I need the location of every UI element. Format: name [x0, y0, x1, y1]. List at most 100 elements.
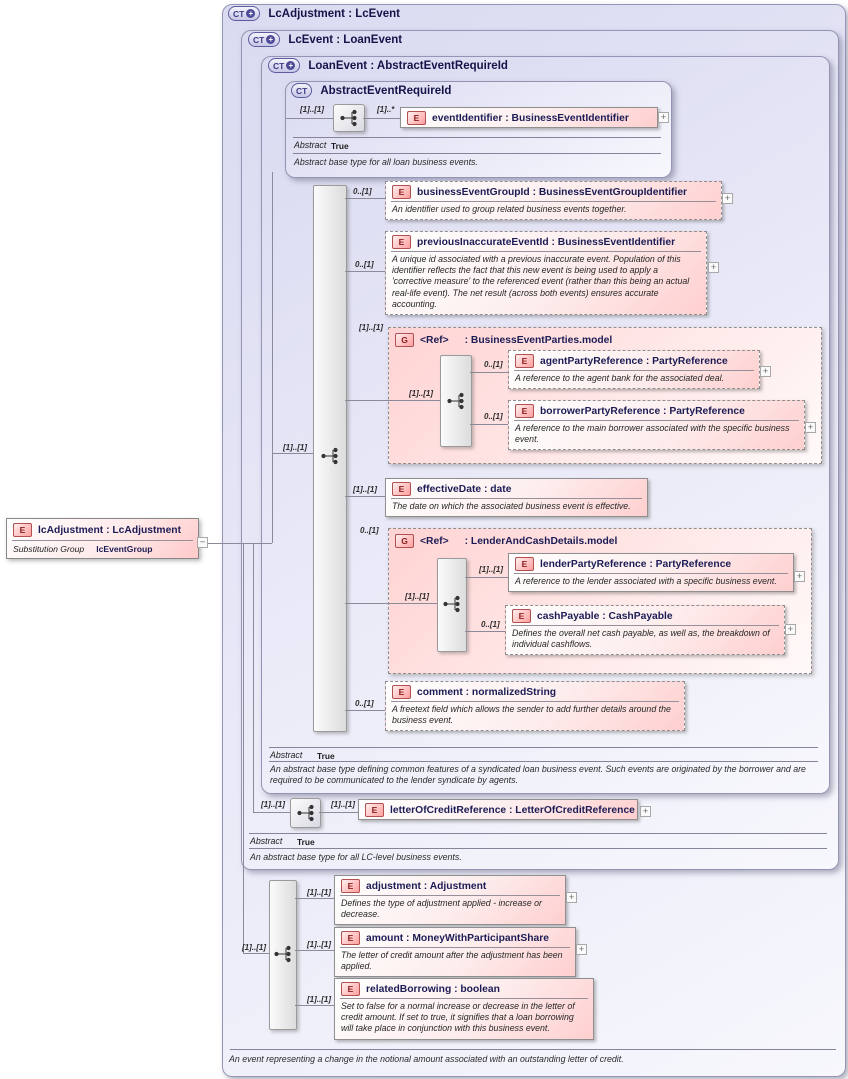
- element-icon: E: [515, 404, 534, 418]
- cardinality-label: 0..[1]: [484, 412, 503, 421]
- connector: [253, 543, 254, 812]
- cardinality-label: [1]..[1]: [307, 940, 331, 949]
- divider: [293, 137, 661, 138]
- connector: [470, 424, 508, 425]
- ctbox-lcevent-title-row: CT+ LcEvent : LoanEvent: [248, 32, 402, 47]
- connector: [345, 603, 437, 604]
- ctbox-loanevent-title-row: CT+ LoanEvent : AbstractEventRequireId: [268, 58, 508, 73]
- expand-button-previousInaccurateEventId[interactable]: +: [708, 262, 719, 273]
- expand-button-eventIdentifier[interactable]: +: [658, 112, 669, 123]
- abstract-value: True: [317, 751, 335, 761]
- element-icon: E: [392, 482, 411, 496]
- element-amount[interactable]: E amount : MoneyWithParticipantShare The…: [334, 927, 576, 978]
- element-title: borrowerPartyReference : PartyReference: [540, 405, 745, 417]
- expand-button-businessEventGroupId[interactable]: +: [722, 193, 733, 204]
- collapse-button-lcAdjustment[interactable]: −: [197, 537, 208, 548]
- element-eventIdentifier[interactable]: E eventIdentifier : BusinessEventIdentif…: [400, 107, 658, 128]
- element-borrowerPartyReference[interactable]: E borrowerPartyReference : PartyReferenc…: [508, 400, 805, 451]
- element-cashPayable[interactable]: E cashPayable : CashPayable Defines the …: [505, 605, 785, 656]
- element-title: lenderPartyReference : PartyReference: [540, 558, 732, 570]
- element-lcAdjustment-root[interactable]: E lcAdjustment : LcAdjustment Substituti…: [6, 518, 199, 559]
- expand-button-amount[interactable]: +: [576, 944, 587, 955]
- group-type-label: : LenderAndCashDetails.model: [464, 535, 618, 547]
- expand-button-letterOfCreditReference[interactable]: +: [640, 806, 651, 817]
- cardinality-label: [1]..[1]: [261, 800, 285, 809]
- element-agentPartyReference[interactable]: E agentPartyReference : PartyReference A…: [508, 350, 760, 390]
- divider: [249, 833, 827, 834]
- derived-plus-icon: +: [266, 35, 276, 44]
- connector: [295, 898, 334, 899]
- element-lenderPartyReference[interactable]: E lenderPartyReference : PartyReference …: [508, 553, 794, 593]
- element-doc: Defines the overall net cash payable, as…: [511, 625, 779, 654]
- sequence-bar-parties: [440, 355, 472, 447]
- element-doc: A unique id associated with a previous i…: [391, 251, 701, 314]
- element-icon: E: [365, 803, 384, 817]
- cardinality-label: [1]..[1]: [405, 592, 429, 601]
- group-icon: G: [395, 534, 414, 548]
- abstract-label: Abstract: [270, 750, 303, 760]
- element-title: effectiveDate : date: [417, 483, 512, 495]
- element-effectiveDate[interactable]: E effectiveDate : date The date on which…: [385, 478, 648, 518]
- expand-button-lenderPartyReference[interactable]: +: [794, 571, 805, 582]
- ct-icon-label: CT: [273, 60, 285, 71]
- element-icon: E: [515, 354, 534, 368]
- connector: [363, 118, 400, 119]
- expand-button-borrowerPartyReference[interactable]: +: [805, 422, 816, 433]
- element-icon: E: [341, 982, 360, 996]
- ctbox-lcadjustment-title: LcAdjustment : LcEvent: [268, 7, 400, 20]
- derived-plus-icon: +: [286, 61, 296, 70]
- abstract-value: True: [297, 837, 315, 847]
- ctbox-abstractevent-title-row: CT AbstractEventRequireId: [291, 83, 451, 98]
- element-title: eventIdentifier : BusinessEventIdentifie…: [432, 112, 629, 124]
- divider: [249, 848, 827, 849]
- complextype-icon: CT+: [248, 32, 281, 47]
- element-doc: The date on which the associated busines…: [391, 498, 642, 516]
- element-title: businessEventGroupId : BusinessEventGrou…: [417, 186, 688, 198]
- cardinality-label: [1]..[1]: [307, 888, 331, 897]
- element-comment[interactable]: E comment : normalizedString A freetext …: [385, 681, 685, 732]
- element-title: lcAdjustment : LcAdjustment: [38, 524, 182, 536]
- element-doc: A reference to the agent bank for the as…: [514, 370, 754, 388]
- cardinality-label: [1]..[1]: [479, 565, 503, 574]
- element-doc: A reference to the lender associated wit…: [514, 573, 788, 591]
- divider: [269, 761, 818, 762]
- element-icon: E: [407, 111, 426, 125]
- sequence-bar-lcadjustment: [269, 880, 297, 1030]
- connector: [345, 400, 440, 401]
- element-previousInaccurateEventId[interactable]: E previousInaccurateEventId : BusinessEv…: [385, 231, 707, 315]
- element-businessEventGroupId[interactable]: E businessEventGroupId : BusinessEventGr…: [385, 181, 722, 221]
- connector: [208, 543, 272, 544]
- sequence-icon: [290, 798, 321, 828]
- cardinality-label: [1]..[1]: [300, 105, 324, 114]
- abstract-label: Abstract: [250, 836, 283, 846]
- element-icon: E: [515, 557, 534, 571]
- element-title: comment : normalizedString: [417, 686, 557, 698]
- connector: [295, 1005, 334, 1006]
- connector: [465, 577, 508, 578]
- connector: [345, 271, 385, 272]
- expand-button-agentPartyReference[interactable]: +: [760, 366, 771, 377]
- element-doc: The letter of credit amount after the ad…: [340, 947, 570, 976]
- complextype-icon: CT+: [268, 58, 301, 73]
- connector: [272, 453, 313, 454]
- cardinality-label: [1]..[1]: [307, 995, 331, 1004]
- element-icon: E: [392, 235, 411, 249]
- divider: [230, 1049, 836, 1050]
- element-letterOfCreditReference[interactable]: E letterOfCreditReference : LetterOfCred…: [358, 799, 638, 820]
- element-icon: E: [512, 609, 531, 623]
- connector: [470, 372, 508, 373]
- element-icon: E: [392, 685, 411, 699]
- abstract-value: True: [331, 141, 349, 151]
- element-doc: A freetext field which allows the sender…: [391, 701, 679, 730]
- expand-button-adjustment[interactable]: +: [566, 892, 577, 903]
- ctbox-lcadjustment-title-row: CT+ LcAdjustment : LcEvent: [228, 6, 400, 21]
- element-relatedBorrowing[interactable]: E relatedBorrowing : boolean Set to fals…: [334, 978, 594, 1040]
- complextype-icon: CT: [291, 83, 313, 98]
- connector: [465, 631, 505, 632]
- group-icon: G: [395, 333, 414, 347]
- element-adjustment[interactable]: E adjustment : Adjustment Defines the ty…: [334, 875, 566, 926]
- connector: [243, 953, 269, 954]
- sequence-glyph: [314, 447, 346, 465]
- complextype-icon: CT+: [228, 6, 261, 21]
- expand-button-cashPayable[interactable]: +: [785, 624, 796, 635]
